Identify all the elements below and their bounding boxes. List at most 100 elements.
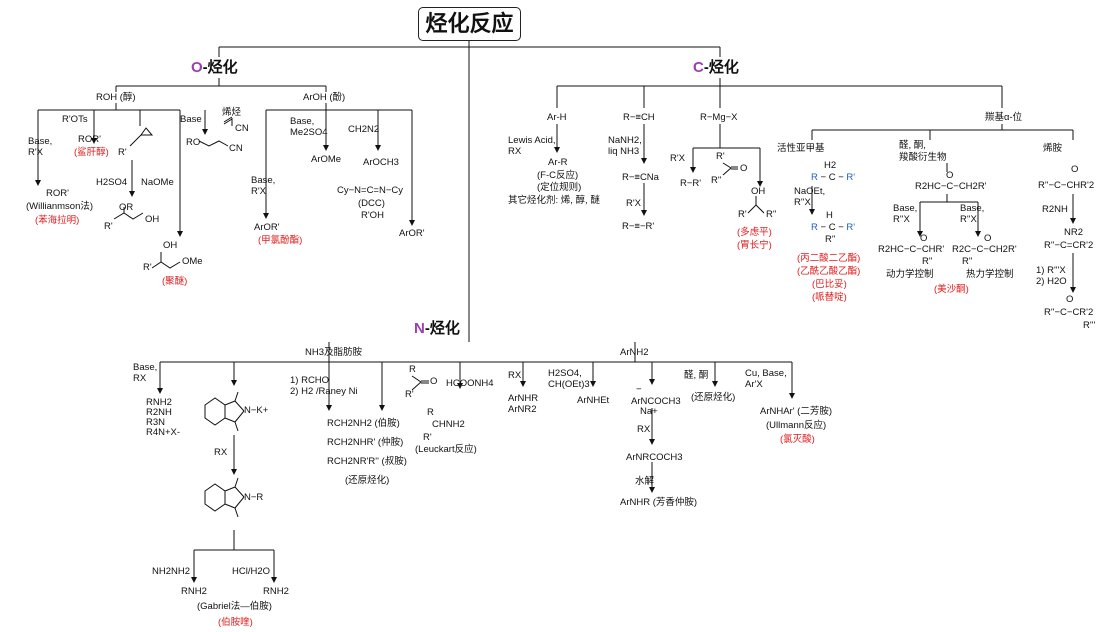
ketone-r1: R': [716, 151, 725, 162]
ror-williamson: ROR': [46, 188, 69, 199]
aror-product: ArOR': [254, 222, 280, 233]
ro-label: RO: [186, 137, 201, 148]
naome-label: NaOMe: [141, 177, 174, 188]
grignard-drug-2: (胃长宁): [737, 240, 772, 251]
section-o-letter: O: [191, 59, 203, 76]
ror-product-name: (鲨肝醇): [74, 147, 109, 158]
grignard-drug-1: (多虑平): [737, 227, 772, 238]
ketone-condition: 醛, 酮: [684, 370, 709, 381]
arh-label: Ar-H: [547, 112, 567, 123]
leuckart-r: R: [427, 407, 434, 418]
arnh2-label: ArNH2: [620, 347, 649, 358]
base-rx2-condition: Base, R'X: [251, 175, 276, 197]
dcc-formula: Cy−N=C=N−Cy: [337, 185, 403, 196]
section-c-suffix: -烃化: [703, 59, 739, 76]
ch2n2-label: CH2N2: [348, 124, 380, 135]
enamine-start: R''−C−CHR'2: [1038, 180, 1095, 191]
rx2-label: R'X: [670, 153, 686, 164]
dialkyne-product: R−≡−R': [622, 221, 655, 232]
enamine-label: 烯胺: [1043, 143, 1063, 154]
arnhet-product: ArNHEt: [577, 395, 610, 406]
reductive2-label: (还原烃化): [691, 392, 736, 403]
section-n-suffix: -烃化: [424, 320, 460, 337]
dcc-label: (DCC): [358, 198, 385, 209]
polyether-label: (聚醚): [162, 276, 188, 287]
nh2nh2-label: NH2NH2: [152, 566, 191, 577]
arnhr-final: ArNHR (芳香仲胺): [620, 497, 698, 508]
alcohol-r2: R'': [766, 209, 777, 220]
phthalimide-r: N−R: [244, 492, 264, 503]
h2so4-label: H2SO4: [96, 177, 128, 188]
sodium-label: Na+: [640, 406, 658, 417]
aroh-label: ArOH (酚): [303, 92, 346, 103]
phthalimide-k: N−K+: [244, 405, 269, 416]
aror-drug: (甲氯酚酯): [258, 235, 303, 246]
ullmann-label: (Ullmann反应): [766, 420, 827, 431]
ror-product: ROR': [78, 134, 101, 145]
enamine-end: R''−C−CR'2: [1044, 307, 1094, 318]
base-label: Base: [180, 114, 202, 125]
loc-rule-label: (定位规则): [537, 182, 582, 193]
oh2-label: OH: [163, 240, 178, 251]
nh3-amine-label: NH3及脂肪胺: [305, 347, 363, 358]
alkylated-methylene: R − C − R': [811, 222, 856, 233]
active-methylene-label: 活性亚甲基: [777, 143, 825, 154]
thermo-r: R'': [962, 256, 973, 267]
enamine-mid: R''−C=CR'2: [1044, 240, 1094, 251]
leuckart-ketone-o: O: [430, 376, 438, 387]
section-o-suffix: -烃化: [202, 59, 238, 76]
cu-base-condition: Cu, Base, Ar'X: [745, 368, 787, 390]
epoxide-substituent: R': [118, 147, 127, 158]
cn-label: CN: [235, 123, 249, 134]
williamson-drug: (苯海拉明): [35, 215, 80, 226]
gabriel-label: (Gabriel法—伯胺): [197, 601, 272, 612]
arome-product: ArOMe: [311, 154, 342, 165]
ketone-aldehyde-label: 醛, 酮,: [899, 140, 926, 151]
methylene-drug-3: (巴比妥): [812, 279, 847, 290]
rnh2-b: RNH2: [263, 586, 289, 597]
alcohol-oh: OH: [751, 186, 766, 197]
leuckart-r2: R': [423, 432, 432, 443]
page-title: 烃化反应: [418, 7, 521, 41]
rx-n-aryl: RX: [637, 424, 651, 435]
other-reagent-label: 其它烃化剂: 烯, 醇, 醚: [508, 195, 600, 206]
naoet-condition: NaOEt, R''X: [794, 186, 826, 208]
r2nh-label: R2NH: [1042, 204, 1068, 215]
thermo-o: O: [984, 233, 992, 244]
h-label: H: [826, 210, 833, 221]
r2-label: R': [143, 262, 152, 273]
leuckart-formula: CHNH2: [432, 419, 465, 430]
aroch3-product: ArOCH3: [363, 157, 399, 168]
carbonyl-alpha-label: 羰基α-位: [985, 112, 1023, 123]
arr-product: Ar-R: [548, 157, 568, 168]
ome-label: OMe: [182, 256, 203, 267]
kinetic-r: R'': [922, 256, 933, 267]
roh-label: ROH (醇): [96, 92, 136, 103]
base-rx-n: Base, RX: [133, 362, 158, 384]
methadone-label: (美沙酮): [934, 284, 969, 295]
or-label: OR: [119, 202, 134, 213]
r-triple-prime: R''': [1083, 320, 1096, 331]
hcl-label: HCl/H2O: [232, 566, 271, 577]
cn-product-label: CN: [229, 143, 243, 154]
rots-label: R'OTs: [62, 114, 88, 125]
alcohol-r1: R': [738, 209, 747, 220]
base-rx-kinetic: Base, R''X: [893, 203, 918, 225]
alkene-label: 烯烃: [222, 107, 242, 118]
h2-label: H2: [824, 160, 837, 171]
section-c-letter: C: [693, 59, 704, 76]
kinetic-product: R2HC−C−CHR': [878, 244, 945, 255]
active-methylene-formula: R − C − R': [811, 172, 856, 183]
section-n-alkylation: N-烃化: [414, 317, 460, 338]
ketone-o: O: [740, 163, 748, 174]
arnrcoch3-product: ArNRCOCH3: [626, 452, 683, 463]
hcoonh4-label: HCOONH4: [446, 378, 494, 389]
rx-label: R'X: [626, 198, 642, 209]
r2-subst: R'': [825, 234, 836, 245]
rnh2-a: RNH2: [181, 586, 207, 597]
fc-label: (F-C反应): [537, 170, 579, 181]
ketone-r2: R'': [711, 175, 722, 186]
methylene-drug-1: (丙二酸二乙酯): [797, 253, 861, 264]
leuckart-label: (Leuckart反应): [415, 444, 477, 455]
